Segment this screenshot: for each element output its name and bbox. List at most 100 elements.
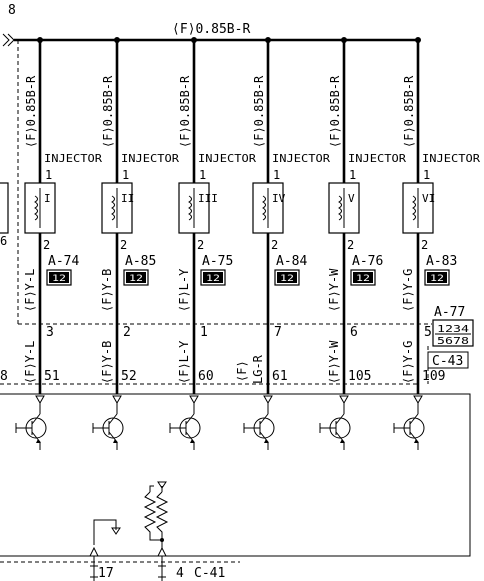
pin17-bracket <box>90 565 98 578</box>
coil-icon <box>262 195 266 221</box>
terminal-triangle <box>112 395 122 405</box>
partial-injector-pin: 6 <box>0 234 7 248</box>
transistor-leads <box>185 413 195 450</box>
output-wire-prefix: ⟨F⟩ <box>235 360 249 382</box>
connector-a77: A-77 1234 5678 <box>432 305 474 347</box>
injector-pin-2: 2 <box>347 238 354 252</box>
injector-label: INJECTOR <box>44 152 102 165</box>
injector-symbol: VI <box>402 182 435 234</box>
connector-a77-body <box>432 319 474 347</box>
injector-pin-2: 2 <box>421 238 428 252</box>
injector-column-2: ⟨F⟩0.85B-RINJECTOR12II⟨F⟩Y-B⟨F⟩Y-BA-8512… <box>92 37 179 450</box>
output-wire-label: ⟨F⟩Y-L <box>23 269 37 312</box>
injector-label: INJECTOR <box>121 152 179 165</box>
output-wire-label: ⟨F⟩Y-W <box>327 268 341 312</box>
bottom-trace-17 <box>93 519 117 545</box>
connector-face <box>49 272 69 283</box>
injector-pin-1: 1 <box>199 168 206 182</box>
injector-number: IV <box>272 192 286 205</box>
connector-face <box>277 272 297 283</box>
connector-pins: 12 <box>206 274 220 284</box>
injector-label: INJECTOR <box>422 152 480 165</box>
bottom-triangle-17 <box>89 546 99 557</box>
transistor-leads <box>31 413 41 450</box>
output-wire-label: ⟨F⟩L-Y <box>177 268 191 312</box>
injector-column-3: ⟨F⟩0.85B-RINJECTOR12III⟨F⟩L-Y⟨F⟩L-YA-751… <box>169 37 256 450</box>
connector-face <box>427 272 447 283</box>
transistor-leads <box>259 413 269 450</box>
resistor-top <box>149 485 163 492</box>
bottom-pin-4: 4 <box>176 566 184 581</box>
supply-wire-label: ⟨F⟩0.85B-R <box>252 75 266 148</box>
output-wire-label-lower: ⟨F⟩L-Y <box>177 340 191 384</box>
injector-symbol: IV <box>252 182 286 234</box>
ecu-pin: 3 <box>46 325 54 340</box>
output-wire-label-lower: ⟨F⟩Y-G <box>401 341 415 384</box>
bottom-connector-c41: C-41 <box>194 566 225 581</box>
output-wire-label: ⟨F⟩Y-G <box>401 269 415 312</box>
connector-label: A-75 <box>202 254 233 269</box>
ecu-box <box>0 393 471 557</box>
ecu-pin: 2 <box>123 325 131 340</box>
resistor-left <box>143 491 162 541</box>
ecu-pin: 6 <box>350 325 358 340</box>
connector-label: A-85 <box>125 254 156 269</box>
supply-wire-label: ⟨F⟩0.85B-R <box>328 75 342 148</box>
connector-pins: 12 <box>356 274 370 284</box>
emitter-arrow <box>340 439 345 443</box>
pin4-bracket <box>158 565 166 578</box>
connector-face <box>353 272 373 283</box>
injector-pin-1: 1 <box>273 168 280 182</box>
supply-wire-label: ⟨F⟩0.85B-R <box>24 75 38 148</box>
ecu-terminal: 60 <box>198 369 214 384</box>
emitter-arrow <box>414 439 419 443</box>
connector-label: A-84 <box>276 254 307 269</box>
coil-icon <box>111 195 115 221</box>
ecu-terminal: 51 <box>44 369 60 384</box>
resistor-junction <box>160 538 164 542</box>
connector-face <box>203 272 223 283</box>
partial-injector-box <box>0 182 9 234</box>
supply-left-number: 8 <box>8 3 16 18</box>
transistor-icon <box>243 395 275 450</box>
ecu-terminal: 52 <box>121 369 137 384</box>
transistor-icon <box>169 395 201 450</box>
transistor-leads <box>108 413 118 450</box>
bottom-triangle-4 <box>157 546 167 557</box>
bottom-circuit: 17 4 C-41 <box>0 481 240 581</box>
injector-pin-2: 2 <box>271 238 278 252</box>
coil-icon <box>188 195 192 221</box>
connector-pins: 12 <box>129 274 143 284</box>
ecu-terminal: 109 <box>422 369 445 384</box>
terminal-triangle <box>339 395 349 405</box>
coil-icon <box>338 195 342 221</box>
transistor-icon <box>319 395 351 450</box>
connector-face <box>126 272 146 283</box>
supply-wire-label: ⟨F⟩0.85B-R <box>402 75 416 148</box>
output-wire-label: ⟨F⟩Y-B <box>100 269 114 312</box>
supply-wire-label: ⟨F⟩0.85B-R <box>101 75 115 148</box>
terminal-triangle <box>189 395 199 405</box>
terminal-triangle <box>263 395 273 405</box>
injector-symbol: II <box>101 182 134 234</box>
coil-icon <box>412 195 416 221</box>
ecu-pin: 7 <box>274 325 282 340</box>
injector-symbol: I <box>24 182 56 234</box>
connector-c43-label: C-43 <box>432 354 463 369</box>
injector-columns: ⟨F⟩0.85B-RINJECTOR12I⟨F⟩Y-L⟨F⟩Y-LA-74123… <box>15 37 480 450</box>
injector-number: III <box>198 192 218 205</box>
coil-icon <box>34 195 38 221</box>
connector-label: A-76 <box>352 254 383 269</box>
partial-ecu-number: 8 <box>0 369 8 384</box>
connector-a77-top-pins: 1234 <box>437 324 469 335</box>
connector-label: A-74 <box>48 254 79 269</box>
emitter-arrow <box>36 439 41 443</box>
supply-wire-label: ⟨F⟩0.85B-R <box>178 75 192 148</box>
output-wire-label-lower: ⟨F⟩Y-B <box>100 341 114 384</box>
ecu-pin: 5 <box>424 325 432 340</box>
resistor-right <box>155 491 169 548</box>
connector-label: A-83 <box>426 254 457 269</box>
terminal-triangle <box>413 395 423 405</box>
transistor-icon <box>92 395 124 450</box>
